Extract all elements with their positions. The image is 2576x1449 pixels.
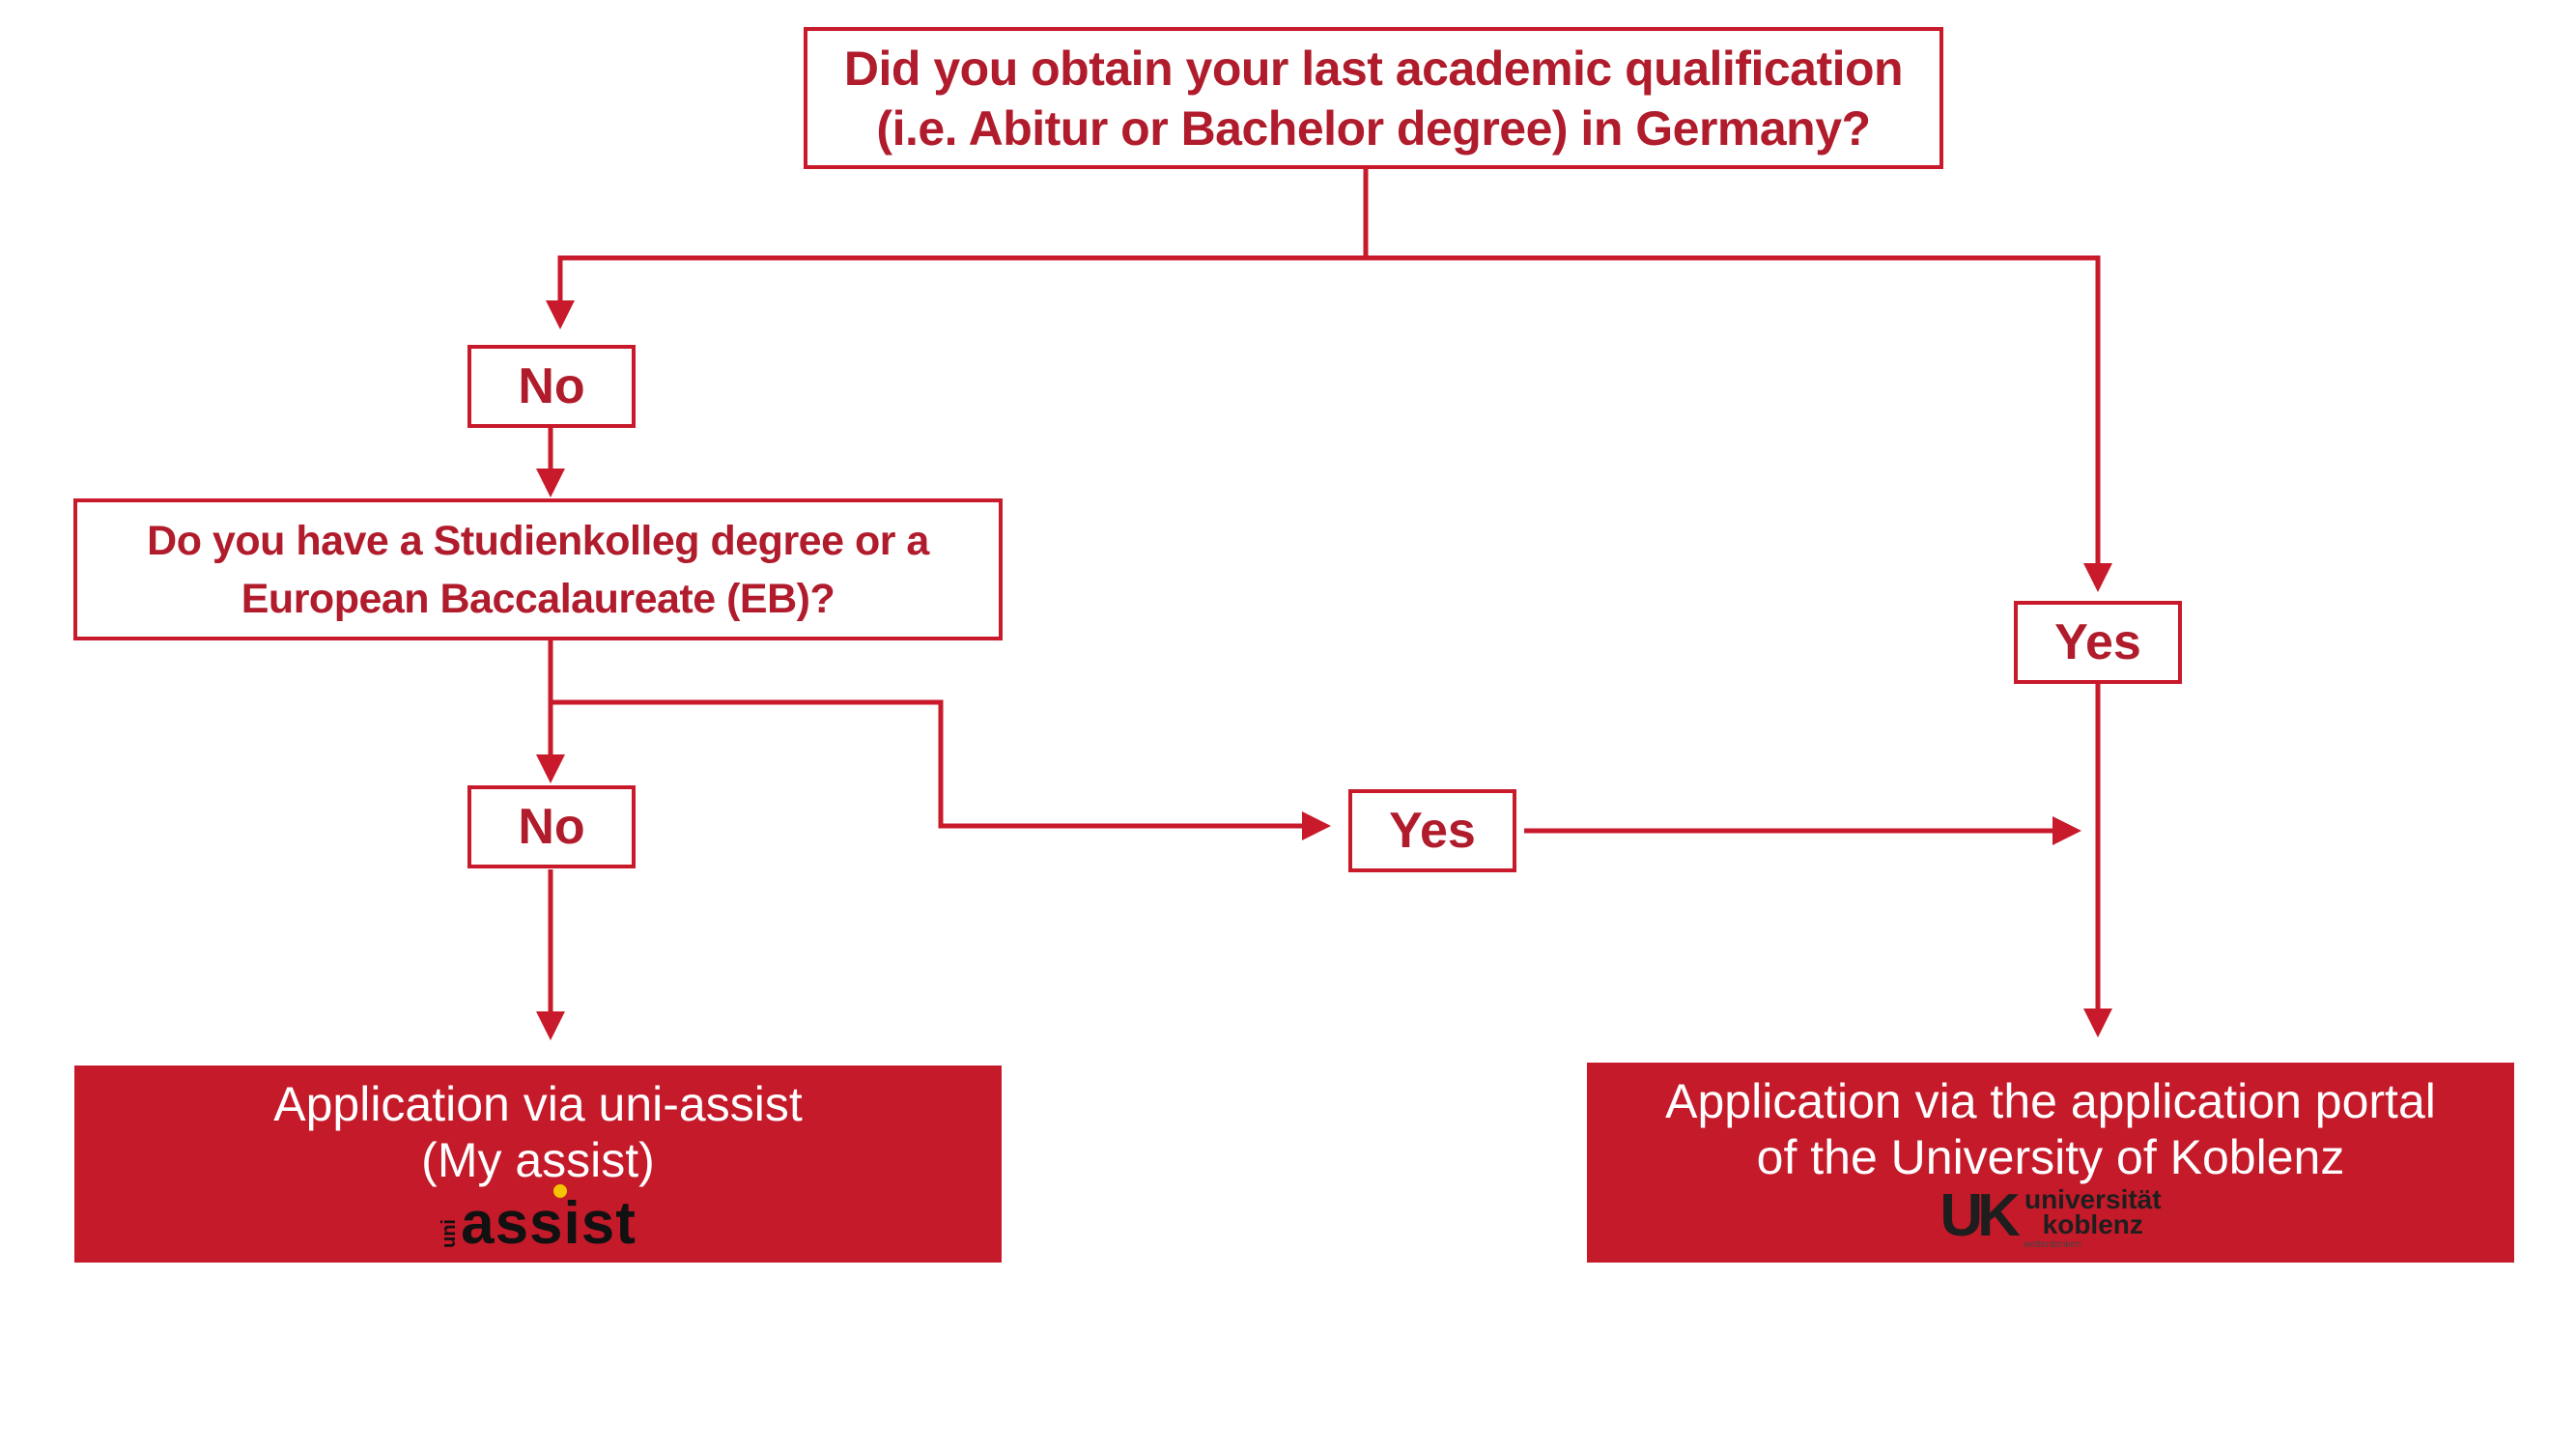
question-line-1: Did you obtain your last academic qualif…	[843, 41, 1904, 96]
answer-no-label: No	[518, 358, 585, 414]
answer-yes-box: Yes	[2014, 601, 2182, 684]
answer-yes-label: Yes	[2054, 614, 2141, 670]
uk-logo-tagline: weiterdenken	[2024, 1238, 2081, 1250]
uk-logo-mark: UK	[1939, 1181, 2021, 1249]
uni-assist-logo-dot	[553, 1184, 568, 1198]
question-german-qualification: Did you obtain your last academic qualif…	[804, 27, 1943, 169]
result-line-2: of the University of Koblenz	[1756, 1129, 2345, 1184]
answer-yes-label-2: Yes	[1389, 803, 1476, 859]
answer-no-label-2: No	[518, 799, 585, 855]
result-line-1: Application via the application portal	[1665, 1073, 2436, 1128]
uk-logo-wordmark: universität koblenz weiterdenken	[2024, 1183, 2162, 1251]
question-line-2: European Baccalaureate (EB)?	[241, 575, 835, 622]
answer-yes-box-2: Yes	[1348, 789, 1516, 872]
question-line-1: Do you have a Studienkolleg degree or a	[147, 517, 929, 564]
uni-assist-logo-prefix: uni	[439, 1219, 461, 1248]
uk-logo-word-2: koblenz	[2042, 1208, 2143, 1239]
result-line-1: Application via uni-assist	[273, 1077, 803, 1131]
arrow-q1-to-yes	[1366, 255, 2112, 592]
university-koblenz-logo: UK universität koblenz weiterdenken	[1939, 1181, 2162, 1253]
result-koblenz-portal: Application via the application portal o…	[1587, 1063, 2514, 1263]
answer-no-box: No	[467, 345, 636, 428]
uni-assist-logo-word: assist	[461, 1190, 637, 1257]
uni-assist-logo: uni assist	[439, 1184, 637, 1257]
result-line-2: (My assist)	[421, 1133, 655, 1187]
arrow-q2-to-yes	[551, 699, 1331, 840]
question-line-2: (i.e. Abitur or Bachelor degree) in Germ…	[876, 100, 1871, 156]
question-studienkolleg: Do you have a Studienkolleg degree or a …	[73, 498, 1003, 640]
answer-no-box-2: No	[467, 785, 636, 868]
arrow-q1-to-no	[546, 255, 1366, 329]
uk-logo-word-1: universität	[2024, 1183, 2162, 1214]
result-uni-assist: Application via uni-assist (My assist) u…	[74, 1065, 1002, 1263]
